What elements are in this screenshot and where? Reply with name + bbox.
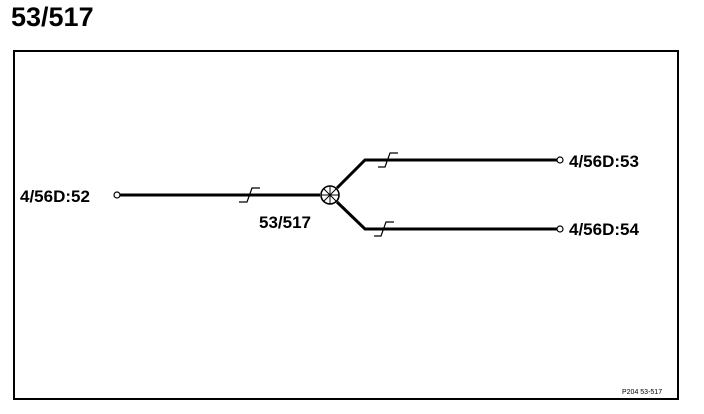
output-line-upper <box>335 158 557 190</box>
output-line-lower <box>335 200 557 231</box>
page-title: 53/517 <box>11 2 94 32</box>
output-terminal-lower <box>556 225 564 233</box>
input-port-label: 4/56D:52 <box>20 187 90 206</box>
upper-line-marker <box>378 152 398 168</box>
input-terminal <box>113 191 121 199</box>
lower-line-marker <box>374 221 394 237</box>
input-line-marker <box>239 187 260 203</box>
reference-code: P204 53-517 <box>622 389 662 396</box>
output-terminal-upper <box>556 156 564 164</box>
diagram-frame <box>13 50 679 400</box>
output-port-label-lower: 4/56D:54 <box>569 220 639 239</box>
output-port-label-upper: 4/56D:53 <box>569 152 639 171</box>
splitter-label: 53/517 <box>259 213 311 232</box>
splitter-node <box>320 185 340 205</box>
